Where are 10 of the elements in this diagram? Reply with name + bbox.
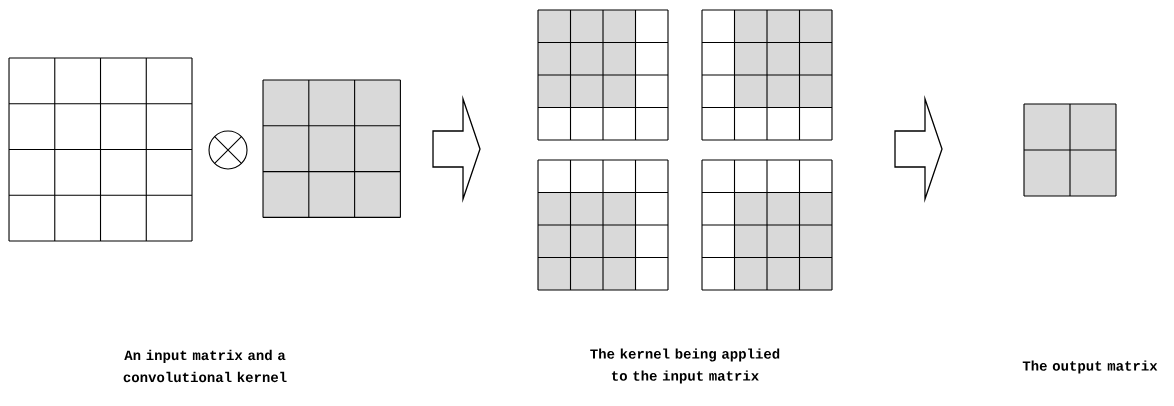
matrix-grid [701, 9, 833, 141]
matrix-grid [8, 57, 193, 242]
matrix-grid [1023, 103, 1117, 197]
matrix-grid [537, 9, 669, 141]
matrix-grid [537, 159, 669, 291]
caption: An input matrix and a convolutional kernel [123, 349, 287, 383]
caption: The kernel being applied to the input matrix [590, 348, 780, 384]
matrix-grid [701, 159, 833, 291]
caption: The output matrix [1022, 360, 1158, 374]
matrix-grid [262, 79, 401, 218]
